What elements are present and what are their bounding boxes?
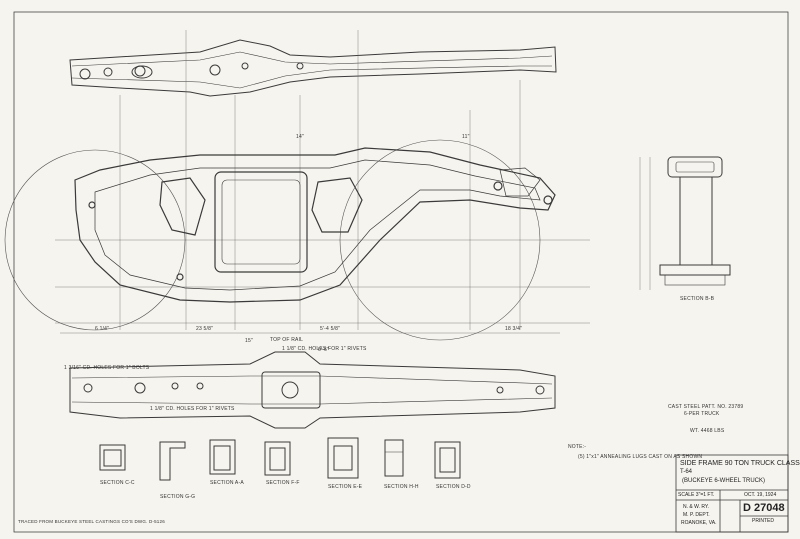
top-of-rail-label: TOP OF RAIL xyxy=(270,337,304,343)
dimension-label: 6 1/4" xyxy=(95,326,110,332)
cast-steel-line-1: CAST STEEL PATT. NO. 23789 xyxy=(668,404,744,410)
section-b-b-drawing xyxy=(639,156,731,290)
date-label: OCT. 19, 1924 xyxy=(744,492,777,498)
section-a-a-label: SECTION A-A xyxy=(210,480,244,486)
holes-rivets-note: 1 1/8" CD. HOLES FOR 1" RIVETS xyxy=(150,406,235,412)
bottom-view xyxy=(69,351,556,429)
printed-label: PRINTED xyxy=(752,518,774,524)
section-h-h-label: SECTION H-H xyxy=(384,484,419,490)
location-label: ROANOKE, VA. xyxy=(681,520,717,526)
note-heading: NOTE:- xyxy=(568,444,587,450)
dimension-label: 23 5/8" xyxy=(196,326,214,332)
dimension-label: 18 3/4" xyxy=(505,326,523,332)
title-line-3: (BUCKEYE 6-WHEEL TRUCK) xyxy=(682,478,766,484)
scale-label: SCALE 3"=1 FT. xyxy=(678,492,715,498)
section-e-e-label: SECTION E-E xyxy=(328,484,363,490)
title-line-2: T-64 xyxy=(680,469,693,475)
dimension-label: 6'-6" xyxy=(318,347,329,353)
section-f-f-label: SECTION F-F xyxy=(266,480,300,486)
section-b-b-label: SECTION B-B xyxy=(680,296,715,302)
section-g-g-label: SECTION G-G xyxy=(160,494,196,500)
dept-label: M. P. DEPT. xyxy=(683,512,710,518)
holes-mid-note: 1 1/8" CD. HOLES FOR 1" RIVETS xyxy=(282,346,367,352)
title-block-frame xyxy=(675,454,789,533)
dimension-label: 14" xyxy=(296,134,304,140)
sheet-border xyxy=(13,11,789,533)
dimension-label: 5'-4 5/8" xyxy=(320,326,341,332)
top-view xyxy=(69,39,557,97)
section-c-c-label: SECTION C-C xyxy=(100,480,135,486)
title-line-1: SIDE FRAME 90 TON TRUCK CLASS xyxy=(680,460,800,467)
wheel-outline-right xyxy=(339,139,541,341)
section-d-d-label: SECTION D-D xyxy=(436,484,471,490)
wheel-outline-left xyxy=(4,149,186,331)
section-drawings xyxy=(99,437,461,481)
side-elevation xyxy=(74,147,556,303)
dimension-label: 11" xyxy=(462,134,470,140)
cast-steel-line-2: 6-PER TRUCK xyxy=(684,411,720,417)
railway-label: N. & W. RY. xyxy=(683,504,709,510)
holes-top-note: 1 3/16" CD. HOLES FOR 1" BOLTS xyxy=(64,365,150,371)
note-text: (5) 1"x1" ANNEALING LUGS CAST ON AS SHOW… xyxy=(578,454,703,460)
traced-note: TRACED FROM BUCKEYE STEEL CASTINGS CO'S … xyxy=(18,519,165,524)
drawing-number: D 27048 xyxy=(743,502,785,514)
weight-label: WT. 4468 LBS xyxy=(690,428,725,434)
dimension-label: 15" xyxy=(245,338,253,344)
